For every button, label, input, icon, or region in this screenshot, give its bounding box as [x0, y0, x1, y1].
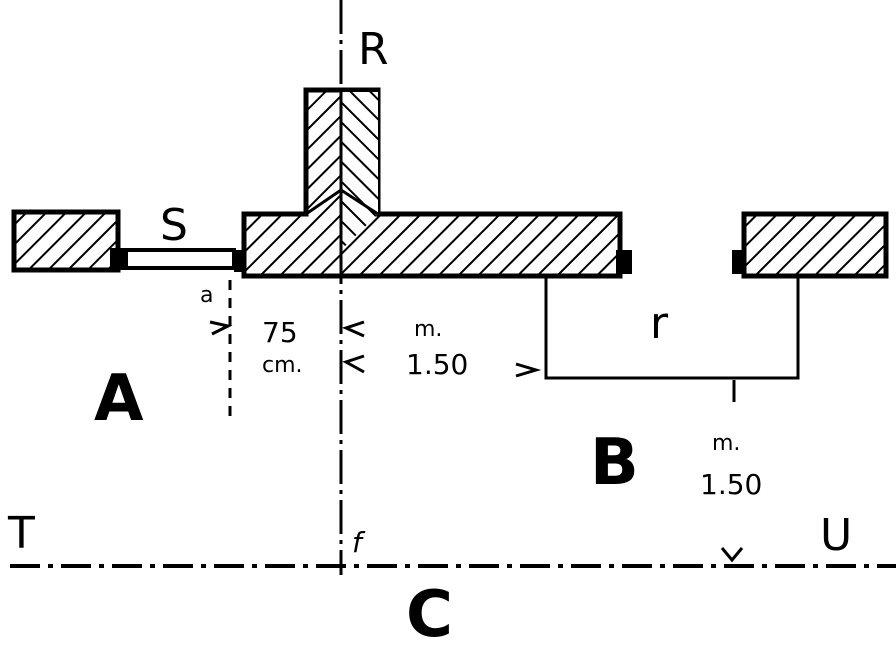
dim-right-unit: m. — [712, 431, 740, 456]
dim-middle-value: 1.50 — [406, 348, 468, 381]
dim-left-value: 75 — [262, 316, 298, 349]
label-B: B — [590, 426, 639, 500]
wall-center — [234, 87, 632, 279]
label-T: T — [7, 508, 35, 559]
label-r-bracket: r — [650, 298, 669, 349]
bracket-r — [544, 278, 800, 380]
label-A: A — [94, 362, 144, 436]
wall-left — [11, 209, 128, 273]
label-r-wall: R — [358, 24, 389, 75]
dim-middle-unit: m. — [414, 317, 442, 342]
label-C: C — [406, 578, 453, 652]
label-s: S — [160, 200, 188, 251]
label-U: U — [820, 510, 852, 561]
dimension-arrows — [209, 320, 744, 563]
dim-left-unit: cm. — [262, 353, 303, 378]
dim-right-value: 1.50 — [700, 468, 762, 501]
wall-right — [732, 211, 889, 279]
label-f: f — [352, 526, 366, 559]
label-a: a — [200, 283, 213, 308]
opening-s-sill — [124, 248, 236, 270]
